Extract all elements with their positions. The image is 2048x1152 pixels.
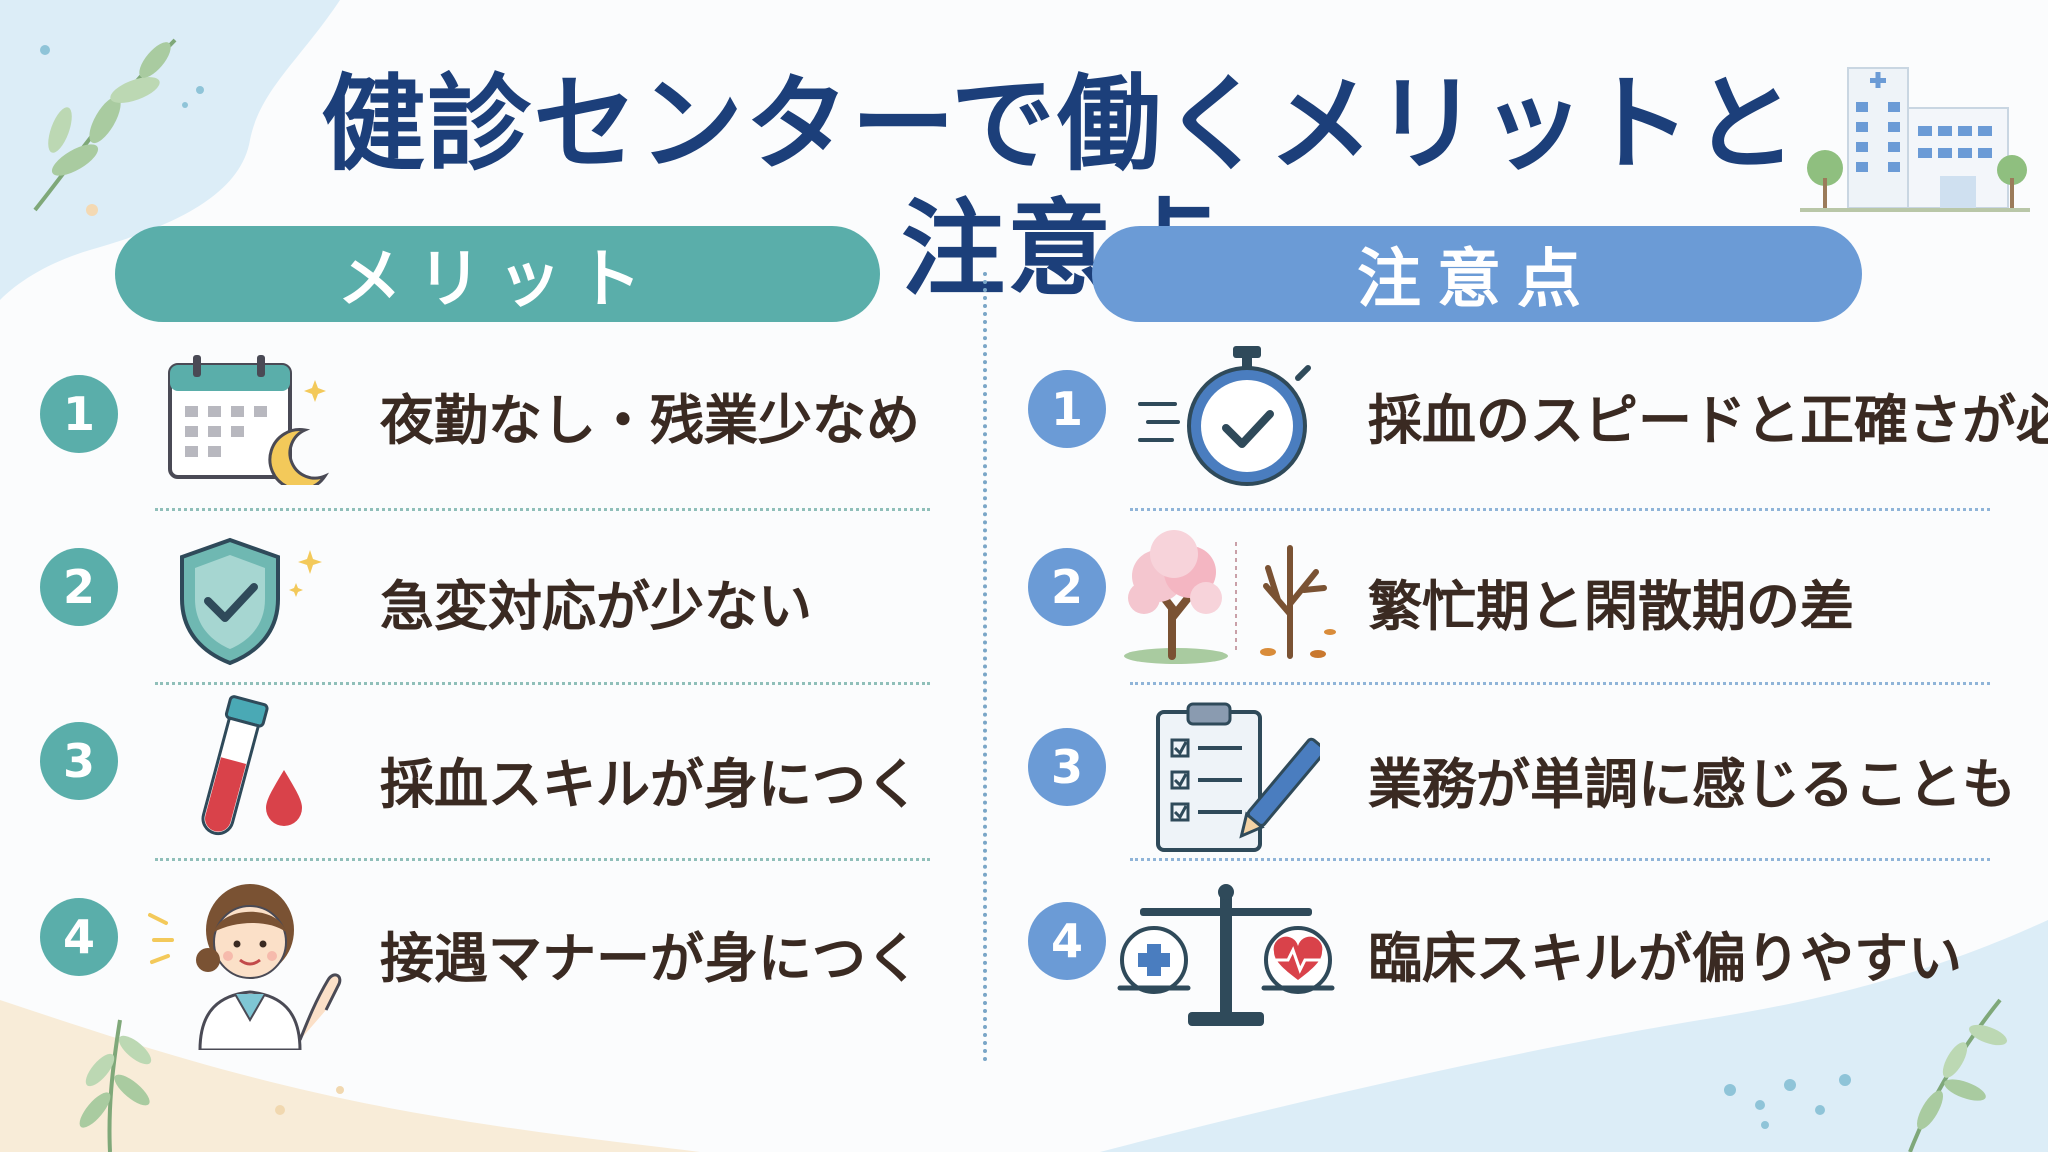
merit-number-1: 1 xyxy=(40,375,118,453)
merit-label-2: 急変対応が少ない xyxy=(380,575,812,638)
merit-separator-3 xyxy=(155,858,930,861)
page-title: 健診センターで働くメリットと注意点 xyxy=(321,63,1799,310)
merit-label-4: 接遇マナーが身につく xyxy=(380,927,920,990)
column-divider xyxy=(983,272,987,1062)
clipboard-checklist-icon xyxy=(1156,702,1320,852)
hospital-building-icon xyxy=(1800,67,2030,212)
caution-label-4: 臨床スキルが偏りやすい xyxy=(1368,927,1962,990)
merit-number-3: 3 xyxy=(40,722,118,800)
merit-label-1: 夜勤なし・残業少なめ xyxy=(380,389,920,452)
caution-separator-2 xyxy=(1130,682,1990,685)
caution-label-2: 繁忙期と閑散期の差 xyxy=(1368,575,1854,638)
nurse-greeting-icon xyxy=(148,884,342,1050)
seasonal-trees-icon xyxy=(1124,530,1336,664)
caution-number-4: 4 xyxy=(1028,902,1106,980)
bottom-right-leaf-icon xyxy=(1908,998,2007,1152)
shield-check-icon xyxy=(180,537,322,666)
caution-number-2: 2 xyxy=(1028,548,1106,626)
caution-separator-3 xyxy=(1130,858,1990,861)
merit-label-3: 採血スキルが身につく xyxy=(380,753,920,816)
merits-header: メリット xyxy=(115,226,880,322)
caution-number-1: 1 xyxy=(1028,370,1106,448)
caution-number-3: 3 xyxy=(1028,728,1106,806)
merit-number-2: 2 xyxy=(40,548,118,626)
merit-number-4: 4 xyxy=(40,898,118,976)
merit-separator-2 xyxy=(155,682,930,685)
calendar-moon-icon xyxy=(168,355,330,485)
cautions-header: 注意点 xyxy=(1092,226,1862,322)
blood-tube-icon xyxy=(201,695,302,836)
balance-scale-icon xyxy=(1117,884,1335,1026)
merit-separator-1 xyxy=(155,508,930,511)
stopwatch-icon xyxy=(1138,346,1311,486)
caution-label-1: 採血のスピードと正確さが必要 xyxy=(1368,389,2048,452)
top-left-leaf-icon xyxy=(33,38,177,212)
caution-label-3: 業務が単調に感じることも xyxy=(1368,753,2016,816)
caution-separator-1 xyxy=(1130,508,1990,511)
